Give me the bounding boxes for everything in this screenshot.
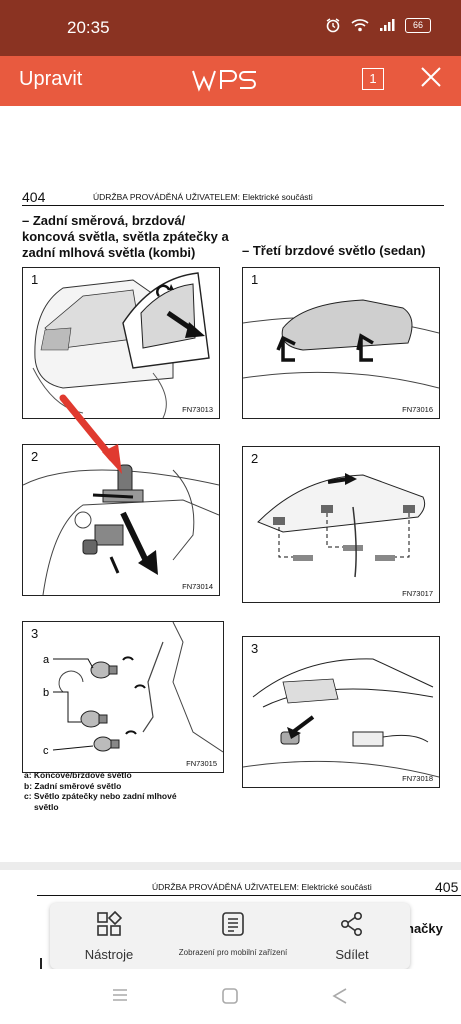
- mobile-view-button[interactable]: Zobrazení pro mobilní zařízení: [168, 911, 298, 957]
- legend-c-cont: světlo: [34, 801, 59, 812]
- home-icon[interactable]: [221, 987, 239, 1005]
- third-brake-bulb-illustration: [243, 658, 439, 778]
- figure-code: FN73014: [182, 582, 213, 591]
- alarm-icon: [326, 18, 340, 33]
- system-navbar: [0, 969, 461, 1024]
- app-toolbar: Upravit 1: [0, 56, 461, 106]
- status-time: 20:35: [67, 18, 110, 37]
- section-title-left: – Zadní směrová, brzdová/ koncová světla…: [22, 213, 229, 260]
- section-title-partial: načky: [406, 921, 443, 936]
- signal-icon: [380, 19, 395, 31]
- bulb-label-c: c: [43, 745, 49, 757]
- page-number: 404: [22, 189, 46, 205]
- figure-third-brake-light-clips: 2 FN73017: [242, 446, 440, 603]
- figure-number: 3: [251, 641, 259, 656]
- figure-legend: a: Koncové/brzdové světlo b: Zadní směro…: [24, 770, 224, 812]
- close-icon[interactable]: [418, 64, 444, 90]
- status-icons: 66: [325, 17, 431, 33]
- figure-number: 3: [31, 626, 39, 641]
- figure-bulb-socket: 2 FN73014: [22, 444, 220, 596]
- wifi-icon: [351, 19, 369, 32]
- figure-number: 2: [251, 451, 259, 466]
- bulb-label-b: b: [43, 687, 49, 699]
- share-icon: [340, 911, 363, 936]
- figure-number: 2: [31, 449, 39, 464]
- figure-code: FN73015: [186, 759, 217, 768]
- bulb-label-a: a: [43, 654, 50, 666]
- legend-c: c: Světlo zpátečky nebo zadní mlhové: [24, 791, 177, 801]
- bottom-menu: Nástroje Zobrazení pro mobilní zařízení …: [50, 903, 410, 969]
- page-separator: [0, 862, 461, 870]
- back-icon[interactable]: [331, 987, 349, 1005]
- figure-number: 1: [251, 272, 259, 287]
- share-label: Sdílet: [335, 947, 369, 962]
- document-page-404[interactable]: 404 ÚDRŽBA PROVÁDĚNÁ UŽIVATELEM: Elektri…: [0, 106, 461, 866]
- figure-third-brake-light-bulb: 3 FN73018: [242, 636, 440, 788]
- mobile-view-icon: [222, 912, 244, 936]
- edit-button[interactable]: Upravit: [19, 68, 83, 90]
- mobile-view-label: Zobrazení pro mobilní zařízení: [178, 948, 288, 957]
- recents-menu-icon[interactable]: [111, 987, 129, 1003]
- legend-b: b: Zadní směrové světlo: [24, 780, 122, 791]
- section-title-right: – Třetí brzdové světlo (sedan): [242, 243, 426, 258]
- figure-frame-partial: [40, 958, 42, 970]
- third-brake-clips-illustration: [257, 473, 426, 578]
- tools-button[interactable]: Nástroje: [64, 910, 154, 962]
- tools-label: Nástroje: [84, 947, 134, 962]
- figure-number: 1: [31, 272, 39, 287]
- header-rule: [37, 895, 461, 897]
- page-count-button[interactable]: 1: [362, 68, 384, 90]
- wps-logo-icon: [192, 70, 256, 92]
- page-number: 405: [435, 879, 459, 895]
- battery-level: 66: [412, 19, 423, 30]
- figure-code: FN73017: [402, 589, 433, 598]
- battery-icon: 66: [405, 17, 431, 33]
- figure-code: FN73018: [402, 774, 433, 783]
- status-bar: 20:35 66: [0, 0, 461, 56]
- tools-icon: [97, 910, 123, 936]
- figure-rear-door: 1 FN73013: [22, 267, 220, 419]
- page-header: ÚDRŽBA PROVÁDĚNÁ UŽIVATELEM: Elektrické …: [93, 192, 313, 202]
- figure-bulbs-abc: a b c 3 FN73015: [22, 621, 224, 773]
- rear-door-illustration: [32, 272, 210, 418]
- third-brake-cover-illustration: [243, 299, 439, 389]
- figure-code: FN73013: [182, 405, 213, 414]
- legend-a: a: Koncové/brzdové světlo: [24, 770, 132, 780]
- bulbs-illustration: a b c: [43, 622, 223, 757]
- figure-third-brake-light-cover: 1 FN73016: [242, 267, 440, 419]
- bulb-socket-illustration: [23, 464, 219, 595]
- share-button[interactable]: Sdílet: [312, 911, 392, 962]
- figure-code: FN73016: [402, 405, 433, 414]
- header-rule: [22, 205, 444, 207]
- page-header: ÚDRŽBA PROVÁDĚNÁ UŽIVATELEM: Elektrické …: [152, 882, 372, 892]
